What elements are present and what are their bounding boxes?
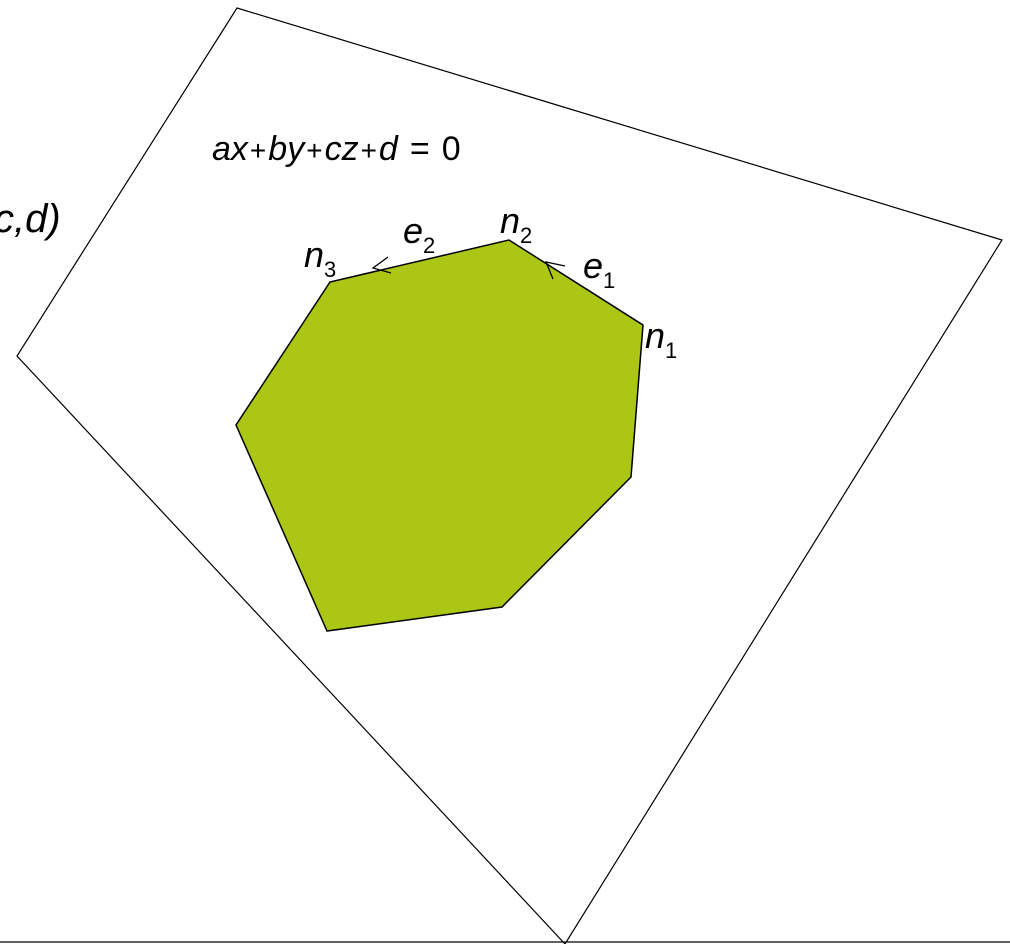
- edge-e2-arrow: [371, 256, 392, 274]
- plane-outline: [16, 7, 1003, 944]
- polygon-shape: [235, 239, 644, 632]
- edge-label-e1: e1: [583, 245, 615, 293]
- cutoff-label: c,d): [0, 197, 61, 241]
- edge-label-e2: e2: [403, 210, 435, 258]
- vertex-label-n3: n3: [304, 234, 336, 282]
- plane-equation: ax+by+cz+d=0: [212, 130, 461, 168]
- vertex-label-n2: n2: [500, 200, 532, 248]
- vertex-label-n1: n1: [645, 315, 677, 363]
- edge-e1-arrow: [544, 261, 566, 280]
